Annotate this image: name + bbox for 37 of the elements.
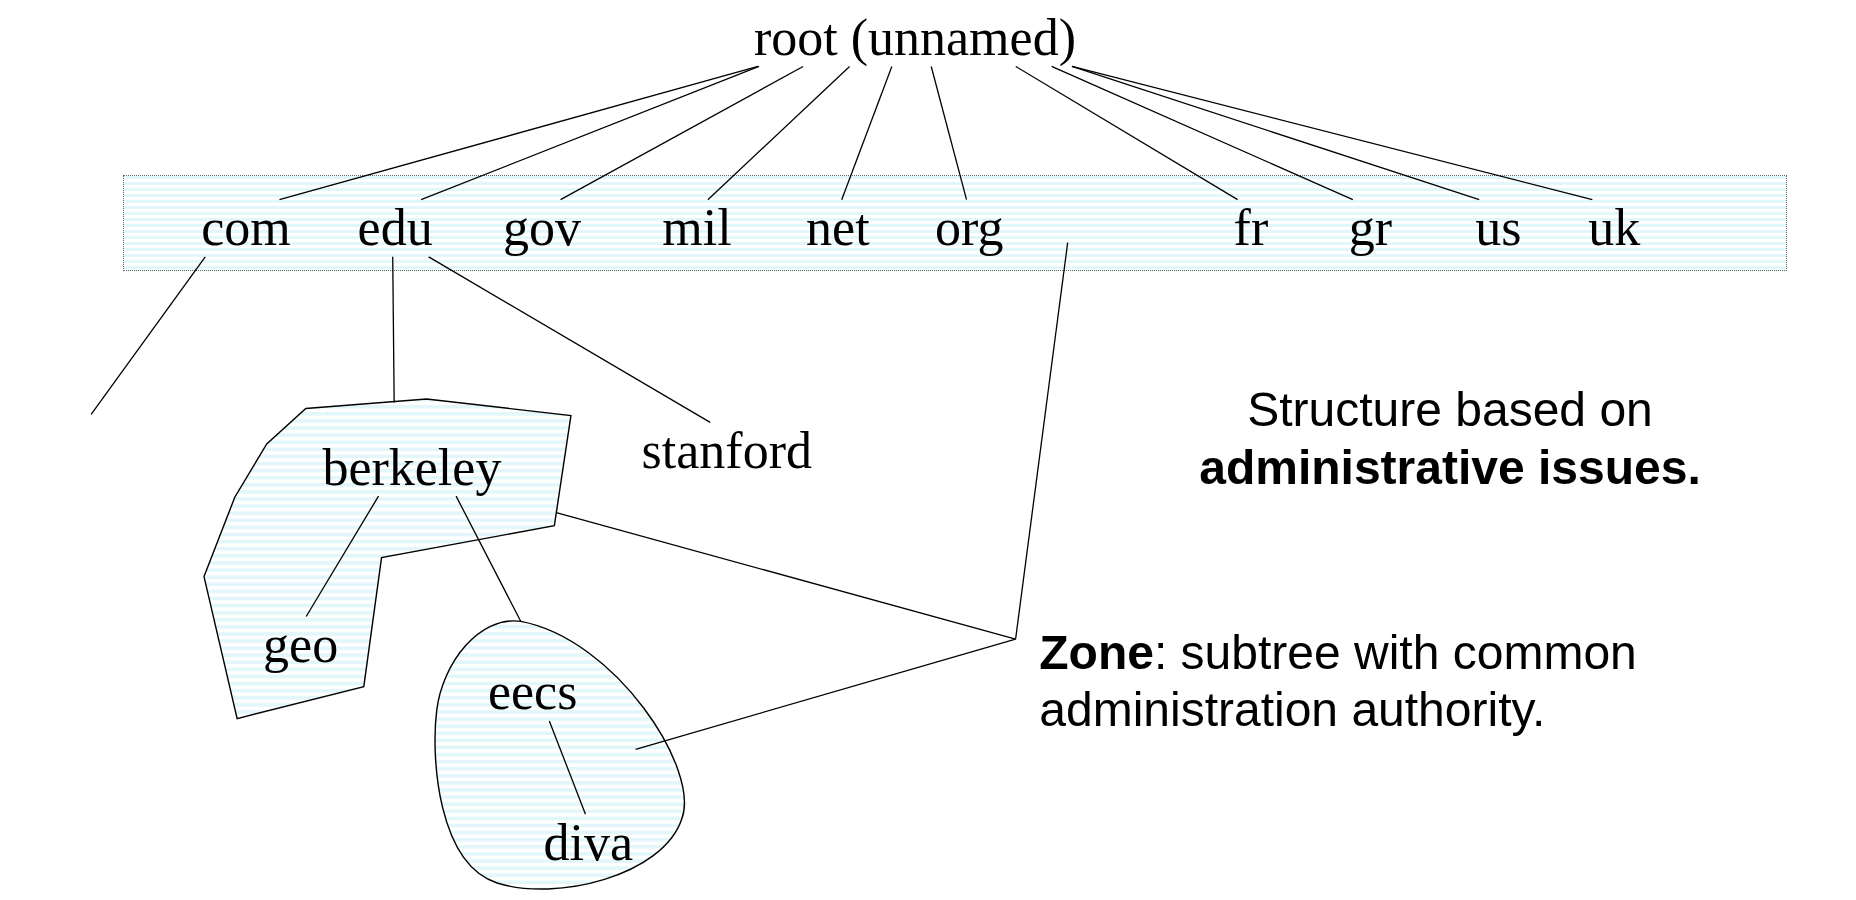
connector-line [278, 65, 759, 201]
connector-line [392, 256, 395, 404]
connector-line [548, 720, 587, 815]
node-label: gr [1348, 199, 1393, 257]
connector-line [428, 256, 711, 424]
node-label: mil [662, 199, 732, 257]
node-label: berkeley [322, 438, 502, 497]
node-label: fr [1233, 199, 1269, 257]
node-label: diva [543, 814, 634, 872]
connector-line [930, 65, 968, 201]
connector-line [1015, 65, 1239, 201]
leader-line [1014, 242, 1069, 640]
zone-note: Zone: subtree with common administration authority. [1039, 623, 1845, 739]
connector-line [841, 65, 893, 201]
node-label: org [935, 199, 1004, 257]
note-text: Structure based on administrative issues. [1198, 382, 1702, 496]
node-label: us [1475, 199, 1522, 257]
connector-line [559, 65, 804, 201]
node-label: root (unnamed) [753, 9, 1076, 67]
node-label: com [201, 199, 291, 257]
node-label: geo [263, 616, 339, 674]
leader-line [555, 511, 1017, 640]
node-label: stanford [641, 422, 812, 480]
connector-line [707, 65, 851, 201]
connector-line [1051, 65, 1354, 201]
connector-line [90, 256, 206, 415]
connector-line [1071, 65, 1593, 201]
connector-line [420, 65, 760, 201]
domain-band [123, 175, 1788, 272]
node-label: eecs [487, 663, 578, 721]
connector-line [305, 495, 380, 618]
leader-line [635, 638, 1017, 750]
node-label: gov [502, 199, 581, 257]
connector-line [455, 495, 522, 623]
node-label: edu [357, 199, 433, 257]
node-label: net [806, 199, 870, 257]
node-label: uk [1588, 199, 1641, 257]
